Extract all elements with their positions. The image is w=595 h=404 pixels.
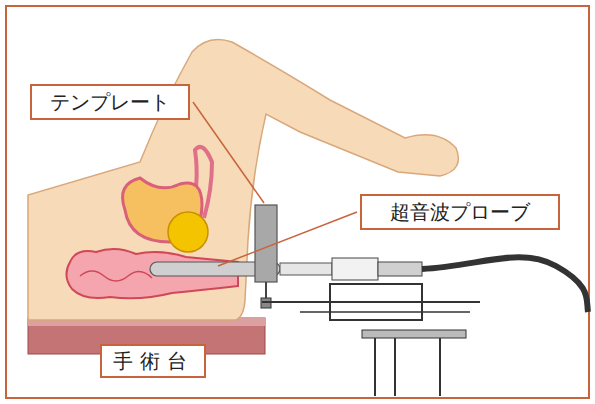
callout-box: 超音波プローブ [360, 194, 560, 230]
patient-body [28, 40, 458, 320]
leader-line [193, 102, 264, 203]
leader-line [218, 212, 357, 266]
callout-box: テンプレート [30, 84, 190, 120]
probe-grip [332, 258, 378, 280]
prostate [168, 212, 208, 252]
label-text: 手術台 [113, 349, 194, 373]
label-text: テンプレート [50, 90, 170, 114]
stand-post [394, 338, 396, 396]
probe-handle [280, 263, 332, 275]
stand-post [439, 338, 441, 396]
rectum-fold [80, 271, 152, 281]
frame [6, 6, 589, 398]
template-plate [255, 205, 277, 282]
probe-end [378, 262, 422, 276]
stepper-rail [300, 311, 470, 313]
label-text: 超音波プローブ [390, 200, 530, 224]
table-label: 手術台 [100, 344, 206, 378]
probe-cable [422, 257, 588, 312]
stepper-rail [262, 301, 480, 303]
stand-post [374, 338, 376, 396]
stand-plate [362, 330, 466, 338]
